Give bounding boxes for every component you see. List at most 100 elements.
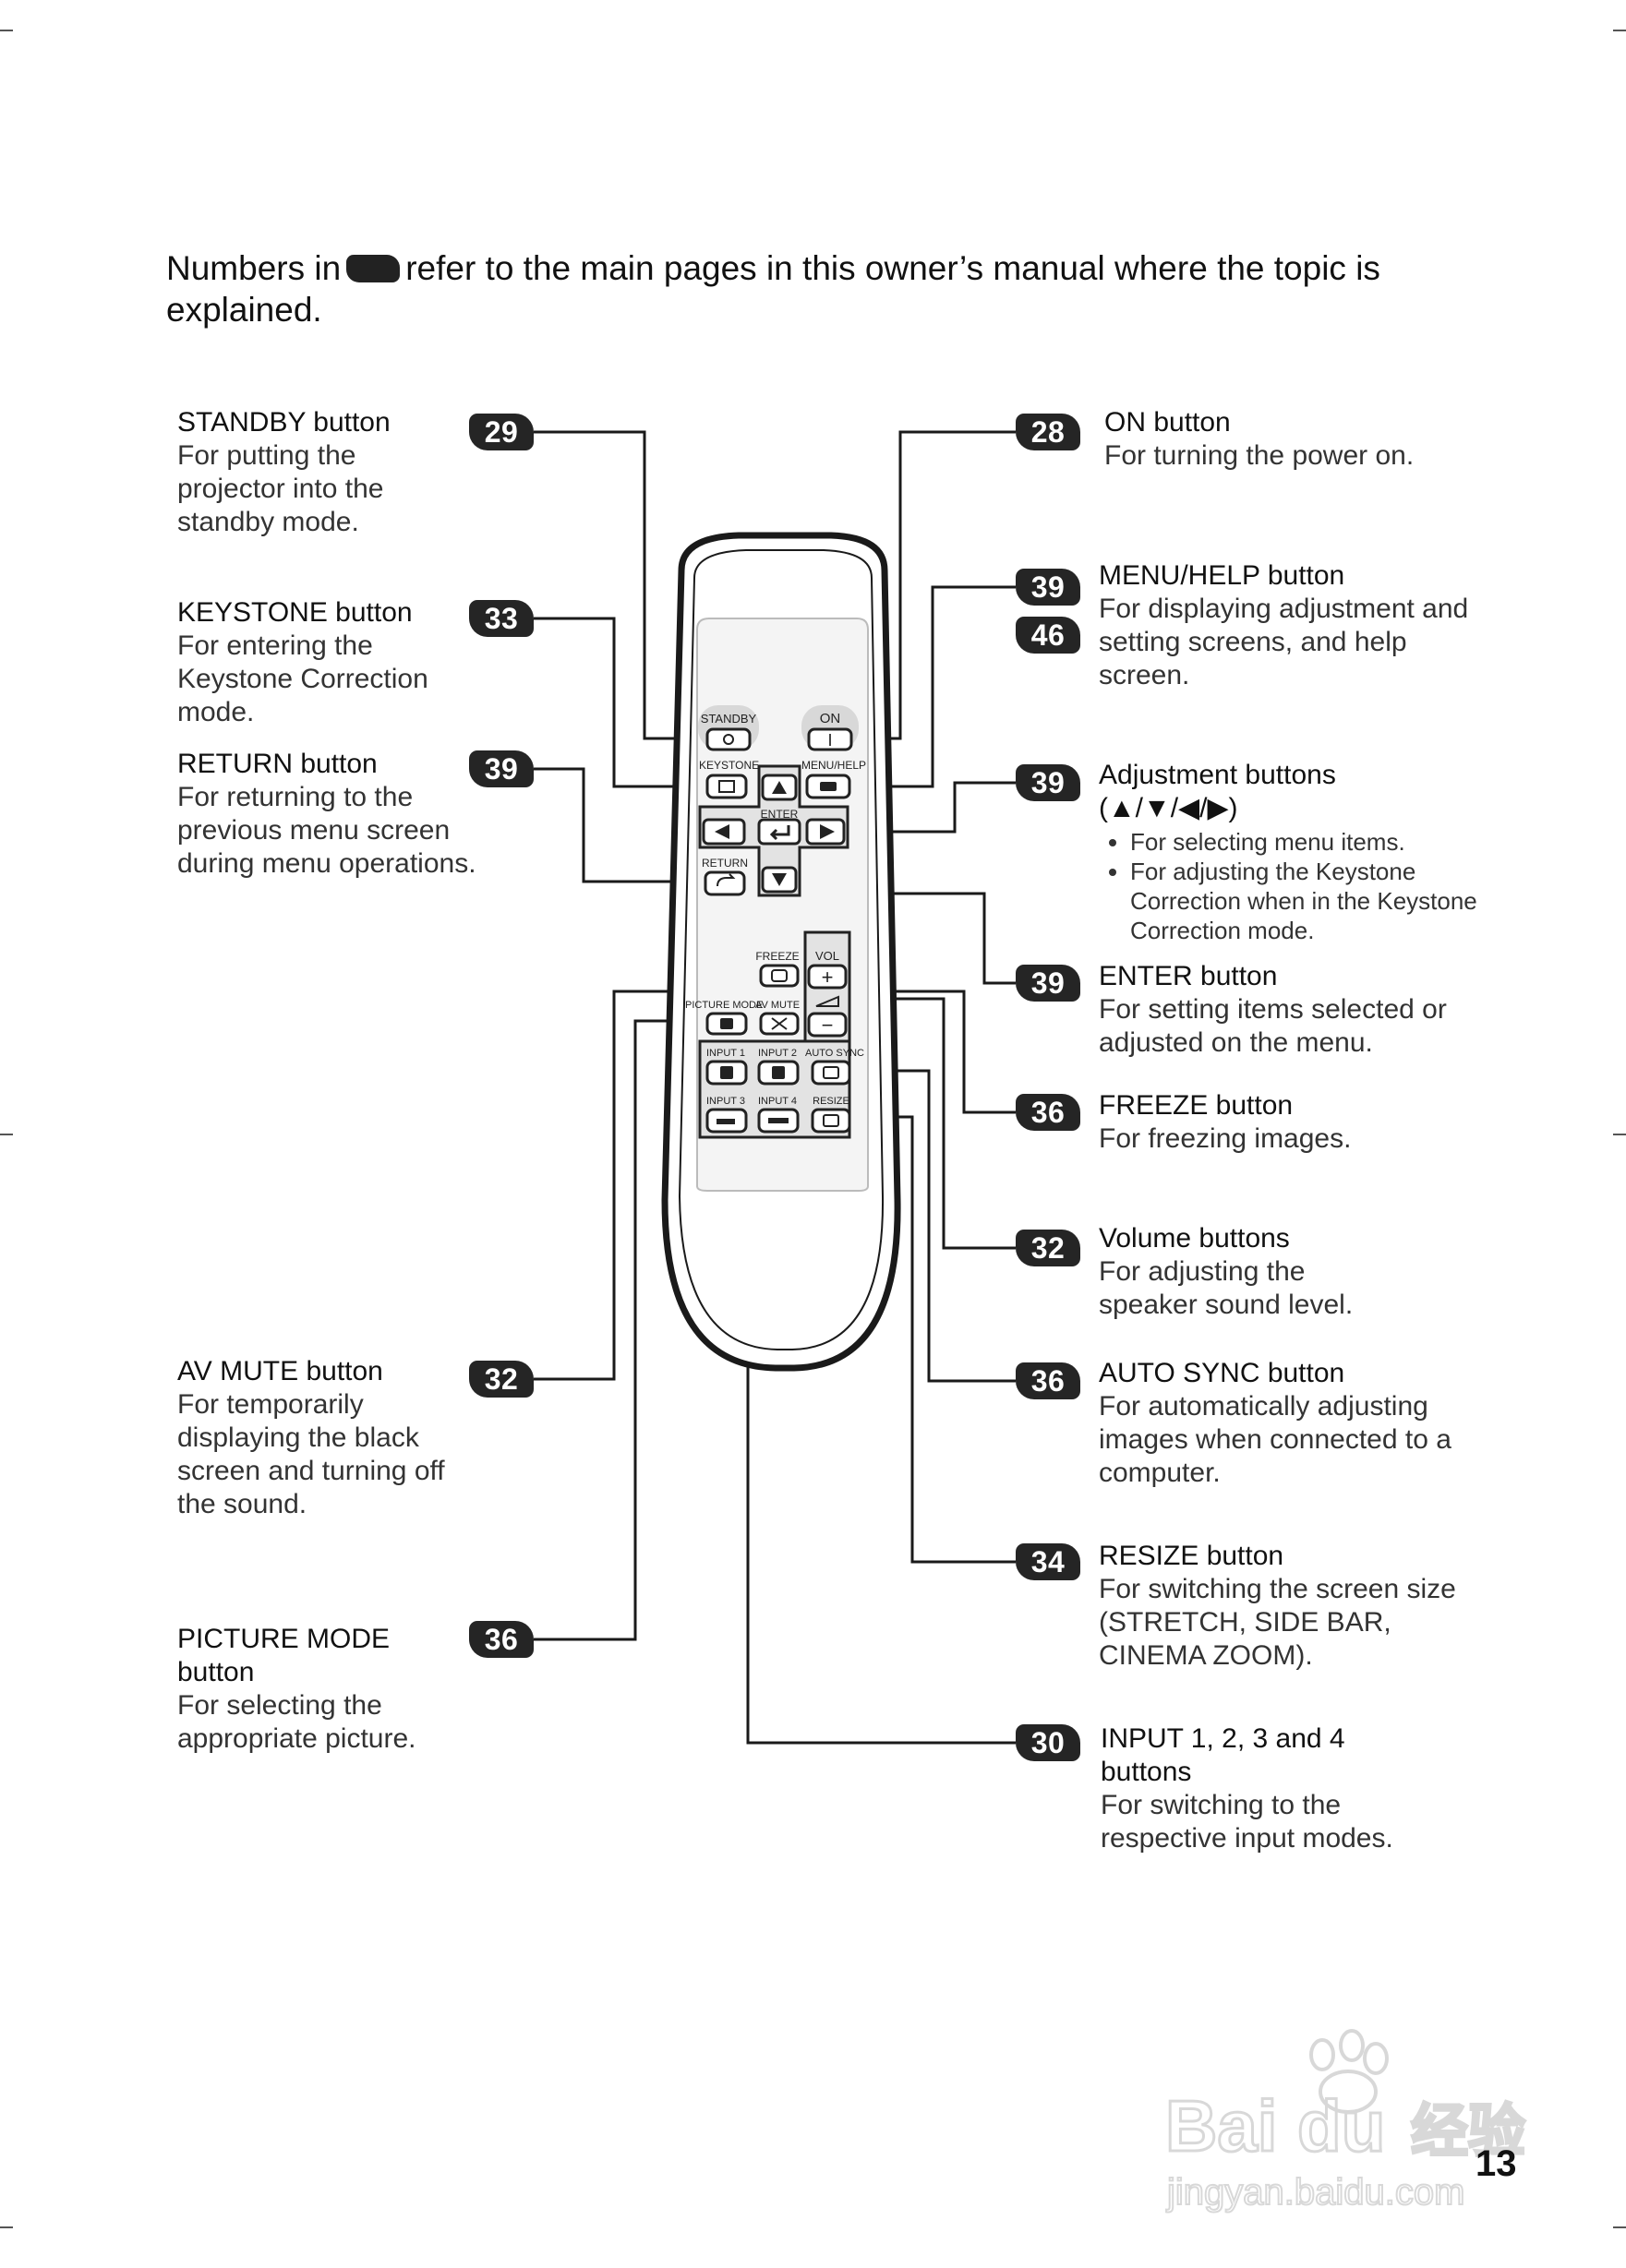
item-title: RESIZE button (1099, 1541, 1284, 1571)
return-icon (717, 873, 736, 887)
standby-button[interactable] (705, 727, 752, 751)
inputs-description: INPUT 1, 2, 3 and 4 buttons For switchin… (1101, 1722, 1433, 1855)
auto-sync-icon (823, 1066, 839, 1079)
return-description: RETURN button For returning to the previ… (177, 748, 519, 881)
intro-after: refer to the main pages in this owner’s … (166, 249, 1380, 329)
on-description: ON button For turning the power on. (1104, 406, 1492, 473)
keystone-description: KEYSTONE button For entering the Keyston… (177, 596, 464, 729)
item-title: MENU/HELP button (1099, 560, 1345, 591)
standby-description: STANDBY button For putting the projector… (177, 406, 454, 539)
on-glyph: I (827, 731, 832, 750)
auto-sync-description: AUTO SYNC button For automatically adjus… (1099, 1357, 1487, 1490)
freeze-button[interactable] (759, 964, 800, 988)
volume-down-button[interactable] (807, 1012, 848, 1038)
freeze-description: FREEZE button For freezing images. (1099, 1089, 1487, 1156)
resize-icon (823, 1114, 839, 1127)
bullet-item: For adjusting the Keystone Correction wh… (1130, 857, 1505, 945)
page-badge: 32 (469, 1361, 534, 1398)
crop-mark (0, 1134, 13, 1135)
item-title: INPUT 1, 2, 3 and 4 buttons (1101, 1723, 1345, 1787)
page-badge: 33 (469, 600, 534, 637)
crop-mark (1613, 30, 1626, 31)
auto-sync-button[interactable] (811, 1060, 851, 1086)
keystone-button[interactable] (705, 774, 748, 799)
resize-description: RESIZE button For switching the screen s… (1099, 1540, 1468, 1673)
leader-menuhelp (886, 585, 1016, 788)
page-badge: 39 (1016, 764, 1080, 801)
dpad: ENTER (698, 764, 849, 897)
page-badge: 39 (1016, 965, 1080, 1002)
plus-glyph: + (822, 966, 834, 989)
item-body: For temporarily displaying the black scr… (177, 1389, 445, 1519)
item-title: PICTURE MODE button (177, 1624, 391, 1687)
arrow-down-icon (772, 873, 787, 886)
item-body: For returning to the previous menu scree… (177, 782, 476, 879)
mute-icon (771, 1017, 788, 1030)
item-body: For freezing images. (1099, 1123, 1352, 1154)
page-badge: 29 (469, 414, 534, 450)
on-label: ON (820, 711, 841, 726)
enter-button[interactable] (757, 818, 801, 846)
watermark-brand: Bai du (1165, 2085, 1385, 2166)
input2-icon (772, 1066, 785, 1079)
vol-label: VOL (815, 949, 839, 963)
menu-icon (820, 782, 837, 791)
item-title: AV MUTE button (177, 1356, 383, 1386)
page-badge: 36 (1016, 1362, 1080, 1399)
return-label: RETURN (702, 857, 748, 870)
lower-buttons: FREEZE VOL + − PICTURE MODE AV MUTE INPU… (685, 930, 864, 1139)
keystone-icon (718, 780, 735, 793)
item-title: Volume buttons (1099, 1223, 1290, 1254)
page-badge: 36 (469, 1621, 534, 1658)
intro-before: Numbers in (166, 249, 342, 287)
freeze-label: FREEZE (755, 950, 799, 963)
page-badge: 36 (1016, 1094, 1080, 1131)
leader-keystone (534, 617, 709, 788)
arrow-left-icon (715, 824, 729, 839)
item-title: KEYSTONE button (177, 597, 413, 628)
av-mute-label: AV MUTE (755, 1000, 800, 1011)
item-body: For displaying adjustment and setting sc… (1099, 594, 1469, 690)
item-title: RETURN button (177, 749, 378, 779)
input1-icon (720, 1066, 733, 1079)
keystone-label: KEYSTONE (699, 759, 759, 772)
freeze-icon (771, 969, 788, 982)
resize-label: RESIZE (813, 1096, 849, 1107)
volume-up-button[interactable] (807, 964, 848, 990)
on-group: ON I (801, 705, 859, 751)
adjustment-description: Adjustment buttons (▲/▼/◀/▶) For selecti… (1099, 759, 1505, 945)
return-button[interactable] (704, 870, 746, 896)
input3-icon (717, 1119, 735, 1124)
enter-description: ENTER button For setting items selected … (1099, 960, 1487, 1060)
minus-glyph: − (822, 1014, 834, 1037)
leader-adjust (859, 781, 1016, 834)
page-badge: 34 (1016, 1543, 1080, 1580)
leader-return (534, 767, 709, 883)
picture-mode-description: PICTURE MODE button For selecting the ap… (177, 1623, 445, 1756)
crop-mark (1613, 2226, 1626, 2228)
power-icon (723, 734, 734, 745)
volume-description: Volume buttons For adjusting the speaker… (1099, 1222, 1403, 1322)
item-body: For setting items selected or adjusted o… (1099, 994, 1447, 1058)
item-body: For entering the Keystone Correction mod… (177, 630, 428, 727)
item-body: For putting the projector into the stand… (177, 440, 384, 537)
item-body: For automatically adjusting images when … (1099, 1391, 1451, 1488)
arrow-right-icon (820, 824, 835, 839)
picture-mode-label: PICTURE MODE (685, 1000, 763, 1011)
item-title: ENTER button (1099, 961, 1278, 991)
crop-mark (0, 30, 13, 31)
input2-label: INPUT 2 (758, 1048, 797, 1059)
page-badge: 28 (1016, 414, 1080, 450)
item-body: For selecting the appropriate picture. (177, 1690, 416, 1754)
leader-volume (859, 997, 1016, 1250)
bullet-item: For selecting menu items. (1130, 827, 1505, 857)
resize-button[interactable] (811, 1108, 851, 1134)
page-badge-icon (346, 255, 401, 282)
input4-label: INPUT 4 (758, 1096, 797, 1107)
item-title: AUTO SYNC button (1099, 1358, 1345, 1388)
input4-icon (768, 1118, 789, 1123)
enter-icon (769, 825, 790, 841)
arrow-up-icon (772, 781, 787, 794)
on-button[interactable] (807, 727, 853, 751)
